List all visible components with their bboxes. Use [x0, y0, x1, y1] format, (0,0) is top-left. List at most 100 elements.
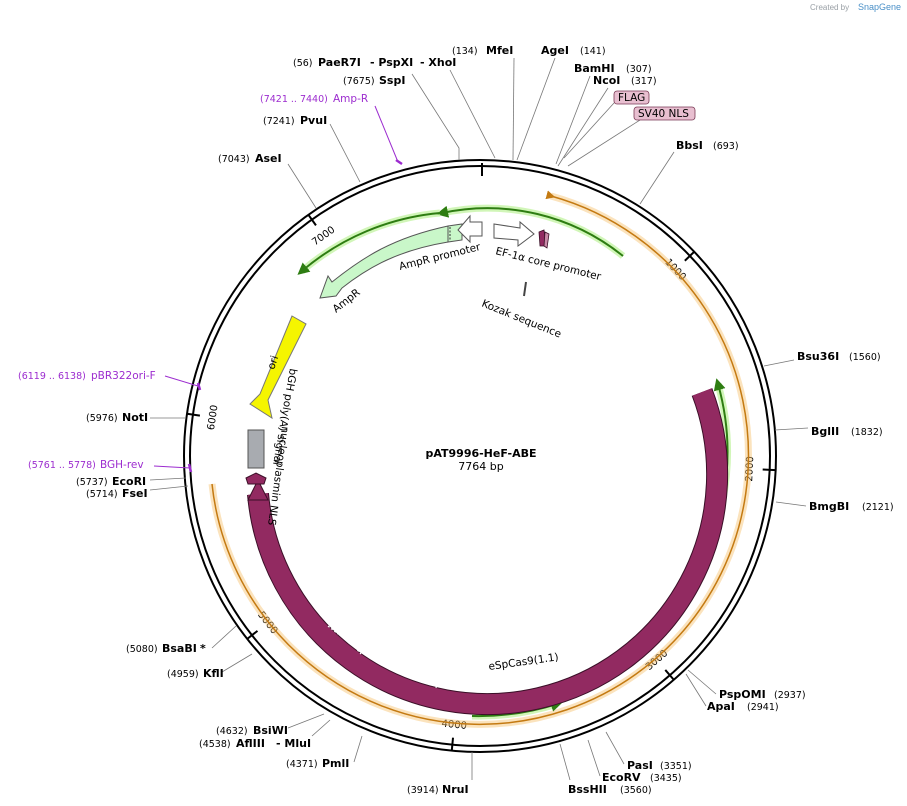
site-label: PvuI: [300, 114, 327, 127]
kozak-label: Kozak sequence: [480, 298, 563, 341]
plasmid-size: 7764 bp: [458, 460, 503, 473]
site-pos: (2941): [747, 702, 779, 713]
ruler-tick: [762, 468, 776, 472]
site-pos: (7675): [343, 76, 375, 87]
site-pos: (134): [452, 46, 478, 57]
orf-arc-right-glow: [439, 383, 731, 705]
backbone-outer-ring: [183, 159, 777, 753]
site-pos: (4371): [286, 759, 318, 770]
espcas9-arrowhead: [247, 478, 269, 501]
plasmid-name: pAT9996-HeF-ABE: [425, 447, 536, 460]
snapgene-credit: Created by SnapGene: [810, 2, 901, 12]
orf-arc-outer: [211, 190, 750, 726]
kozak-mark: [523, 281, 527, 297]
ruler-tick: [246, 630, 259, 640]
site-label: BsiWI: [253, 724, 288, 737]
ampr-promoter-shape: [457, 214, 483, 244]
ori-label: ori: [265, 354, 281, 371]
site-label: BmgBI: [809, 500, 849, 513]
site-label: AflIII: [236, 737, 265, 750]
site-pos: (3560): [620, 785, 652, 796]
primer-label: pBR322ori-F: [91, 370, 156, 382]
ruler-tick: [664, 669, 675, 681]
site-label: EcoRI: [112, 475, 146, 488]
site-pos: (4632): [216, 726, 248, 737]
primer-labels: (7421 .. 7440) Amp-R (6119 .. 6138) pBR3…: [18, 93, 368, 471]
backbone-inner-ring: [189, 165, 771, 747]
site-label: BbsI: [676, 139, 703, 152]
ruler-tick: [186, 412, 201, 417]
primer-pos: (7421 .. 7440): [260, 94, 328, 105]
espcas9-label: eSpCas9(1.1): [488, 651, 560, 673]
site-pos: (1832): [851, 427, 883, 438]
primer-pos: (6119 .. 6138): [18, 371, 86, 382]
primer-leaders: [153, 105, 403, 473]
site-label: NotI: [122, 411, 148, 424]
site-label: BamHI: [574, 62, 615, 75]
site-label: ApaI: [707, 700, 735, 713]
site-label: EcoRV: [602, 771, 641, 784]
nucleoplasmin-nls-shape: [245, 472, 267, 485]
sv40-nls-box: [633, 106, 696, 121]
flag-label: FLAG: [618, 92, 645, 104]
site-pos: (4959): [167, 669, 199, 680]
site-label: AseI: [255, 152, 282, 165]
site-pos: (56): [293, 58, 313, 69]
espcas9-arc: [248, 388, 728, 715]
site-pos: (317): [631, 76, 657, 87]
orf-arc-left: [297, 212, 441, 275]
site-label: PmlI: [322, 757, 349, 770]
site-label: PspOMI: [719, 688, 766, 701]
site-label: BsaBI: [162, 642, 197, 655]
site-pos: (2121): [862, 502, 894, 513]
flag-box: [613, 90, 650, 105]
site-label: NruI: [442, 783, 469, 796]
site-pos: (7043): [218, 154, 250, 165]
orf-arc-right: [439, 378, 729, 702]
site-pos: (693): [713, 141, 739, 152]
site-pos: (7241): [263, 116, 295, 127]
nucleoplasmin-nls-label: nucleoplasmin NLS: [265, 426, 291, 527]
ruler-tick-label: 6000: [206, 404, 221, 431]
site-label: - XhoI: [420, 56, 456, 69]
site-label: - MluI: [276, 737, 311, 750]
credit-brand: SnapGene: [858, 2, 901, 12]
boxed-feature-sv40-nls: SV40 NLS: [633, 106, 696, 121]
espcas9-arc-outline: [247, 388, 729, 716]
site-pos: (141): [580, 46, 606, 57]
site-label: Bsu36I: [797, 350, 839, 363]
site-pos: (5737): [76, 477, 108, 488]
primer-label: BGH-rev: [100, 459, 144, 471]
site-pos: (5976): [86, 413, 118, 424]
site-label: PasI: [627, 759, 653, 772]
ampr-start: [447, 223, 463, 243]
site-label: MfeI: [486, 44, 513, 57]
ampr-shape: [319, 225, 449, 299]
ef1a-promoter-label: EF-1α core promoter: [494, 245, 603, 283]
site-label: SspI: [379, 74, 405, 87]
sv40-nls-label: SV40 NLS: [638, 108, 689, 120]
site-leaders: [149, 57, 809, 781]
site-pos: (5080): [126, 644, 158, 655]
ruler-tick: [307, 214, 317, 226]
site-label: - PspXI: [370, 56, 413, 69]
credit-prefix: Created by: [810, 3, 849, 12]
site-label: FseI: [122, 487, 148, 500]
site-suffix: *: [200, 642, 206, 655]
ruler-tick: [450, 737, 455, 751]
site-pos: (5714): [86, 489, 118, 500]
site-pos: (3351): [660, 761, 692, 772]
ef1a-promoter-shape: [493, 220, 535, 247]
site-pos: (3435): [650, 773, 682, 784]
primer-label: Amp-R: [333, 93, 368, 105]
bgh-polya-shape: [247, 429, 265, 469]
ruler-tick: [684, 251, 695, 262]
ori-shape: [249, 315, 307, 420]
site-labels: (56) PaeR7I - PspXI - XhoI (134) MfeI Ag…: [76, 44, 894, 796]
boxed-feature-flag: FLAG: [613, 90, 650, 105]
primer-pos: (5761 .. 5778): [28, 460, 96, 471]
site-label: KflI: [203, 667, 224, 680]
espcas9-divider-1: [435, 669, 438, 691]
site-pos: (307): [626, 64, 652, 75]
